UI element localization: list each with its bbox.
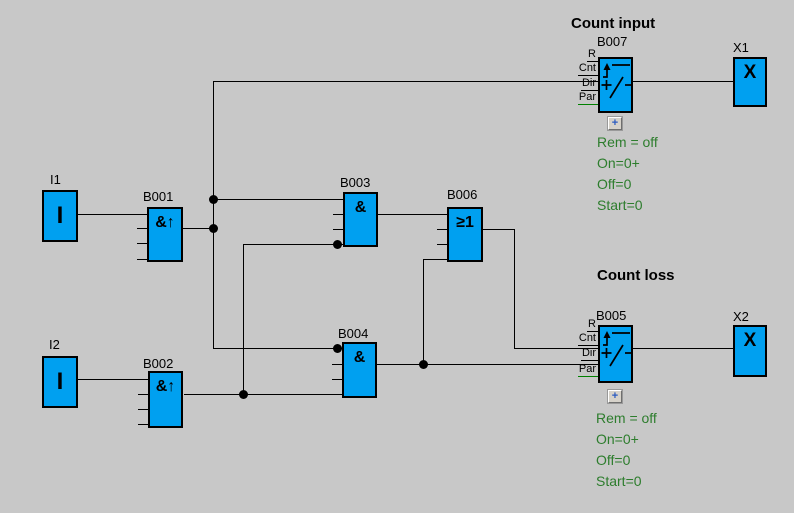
input-stub [138,409,148,410]
block-label-b001: B001 [143,189,174,204]
counter-parameters-b005: Rem = off On=0+ Off=0 Start=0 [596,408,657,492]
wire-to-b006-in4 [423,259,447,260]
section-title-count-input: Count input [571,15,656,32]
and-edge-block-b002[interactable]: &↑ [148,371,183,428]
input-stub [138,424,148,425]
block-label-b002: B002 [143,356,174,371]
pin-label-b005-cnt: Cnt [577,332,598,346]
wire-junction-dot [333,240,342,249]
and-block-b004[interactable]: & [342,342,377,398]
wire-b001-out [183,228,213,229]
input-stub [137,259,147,260]
param-start: Start=0 [596,473,642,489]
or-block-b006[interactable]: ≥1 [447,207,483,262]
param-start: Start=0 [597,197,643,213]
wire-junction-dot [333,344,342,353]
block-label-b006: B006 [447,187,478,202]
output-block-x1[interactable]: X [733,57,767,107]
output-block-x2[interactable]: X [733,325,767,377]
block-label-i2: I2 [49,337,60,352]
input-stub [137,228,147,229]
expand-parameters-button-b007[interactable]: + [608,117,622,130]
input-stub [437,229,447,230]
pin-label-b007-r: R [587,48,598,62]
pin-label-b007-dir: Dir [580,77,598,91]
param-rem: Rem = off [597,134,658,150]
wire-to-b004-in1 [213,348,342,349]
counter-parameters-b007: Rem = off On=0+ Off=0 Start=0 [597,132,658,216]
wire-i2-b002 [78,379,148,380]
input-symbol: I [56,368,64,395]
updown-counter-block-b005[interactable] [598,325,633,383]
wire-b006-down [514,229,515,349]
input-stub [333,229,343,230]
param-on: On=0+ [596,431,639,447]
block-label-i1: I1 [50,172,61,187]
output-symbol: X [743,62,757,83]
input-block-i1[interactable]: I [42,190,78,242]
wire-bus-b002 [243,244,244,395]
input-stub [332,379,342,380]
param-on: On=0+ [597,155,640,171]
block-label-b007: B007 [597,34,628,49]
pin-label-b007-par: Par [577,91,598,105]
input-symbol: I [56,202,64,229]
wire-junction-dot [239,390,248,399]
block-label-x1: X1 [733,40,749,55]
block-label-x2: X2 [733,309,749,324]
input-stub [437,244,447,245]
wire-branch-b006 [423,259,424,365]
and-symbol: & [354,199,367,216]
wire-to-b003-in4 [243,244,343,245]
wire-junction-dot [419,360,428,369]
wire-b004-b005-dir [377,364,598,365]
input-block-i2[interactable]: I [42,356,78,408]
param-off: Off=0 [596,452,631,468]
and-edge-symbol: &↑ [155,378,176,395]
wire-to-b007-cnt [213,81,598,82]
block-label-b004: B004 [338,326,369,341]
pin-label-b005-par: Par [577,363,598,377]
input-stub [332,364,342,365]
and-symbol: & [353,349,366,366]
pin-label-b005-dir: Dir [580,347,598,361]
updown-counter-icon [601,331,631,367]
wire-to-b005-cnt [514,348,598,349]
wire-junction-dot [209,224,218,233]
output-symbol: X [743,330,757,351]
section-title-count-loss: Count loss [597,267,675,284]
param-off: Off=0 [597,176,632,192]
wire-junction-dot [209,195,218,204]
input-stub [138,394,148,395]
wire-to-b003-in1 [213,199,343,200]
block-label-b003: B003 [340,175,371,190]
wire-b002-b004 [184,394,342,395]
and-edge-symbol: &↑ [155,214,175,231]
updown-counter-icon [601,63,631,99]
pin-label-b005-r: R [587,318,598,332]
pin-label-b007-cnt: Cnt [577,62,598,76]
input-stub [333,214,343,215]
or-symbol: ≥1 [456,214,474,231]
block-label-b005: B005 [596,308,627,323]
wire-bus-b001 [213,81,214,349]
wire-b007-x1 [633,81,733,82]
wire-b006-out [483,229,514,230]
and-edge-block-b001[interactable]: &↑ [147,207,183,262]
wire-i1-b001 [78,214,147,215]
wire-b005-x2 [633,348,733,349]
wire-b003-b006 [378,214,447,215]
expand-parameters-button-b005[interactable]: + [608,390,622,403]
and-block-b003[interactable]: & [343,192,378,247]
input-stub [137,243,147,244]
param-rem: Rem = off [596,410,657,426]
